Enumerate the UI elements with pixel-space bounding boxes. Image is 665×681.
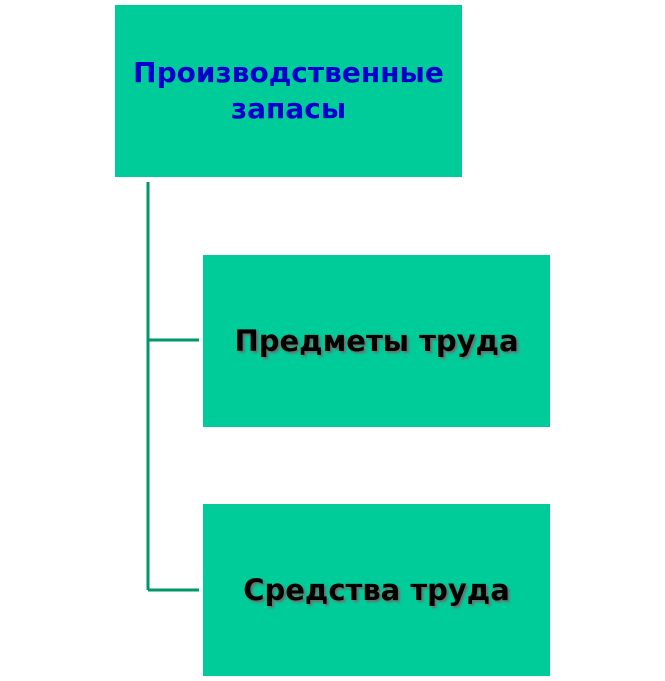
child-node-1: Предметы труда <box>203 255 550 427</box>
child-node-2: Средства труда <box>203 504 550 676</box>
root-node: Производственные запасы <box>115 5 462 177</box>
root-node-label: Производственные запасы <box>133 56 444 125</box>
child-node-1-label: Предметы труда <box>234 324 519 358</box>
child-node-2-label: Средства труда <box>243 573 510 607</box>
